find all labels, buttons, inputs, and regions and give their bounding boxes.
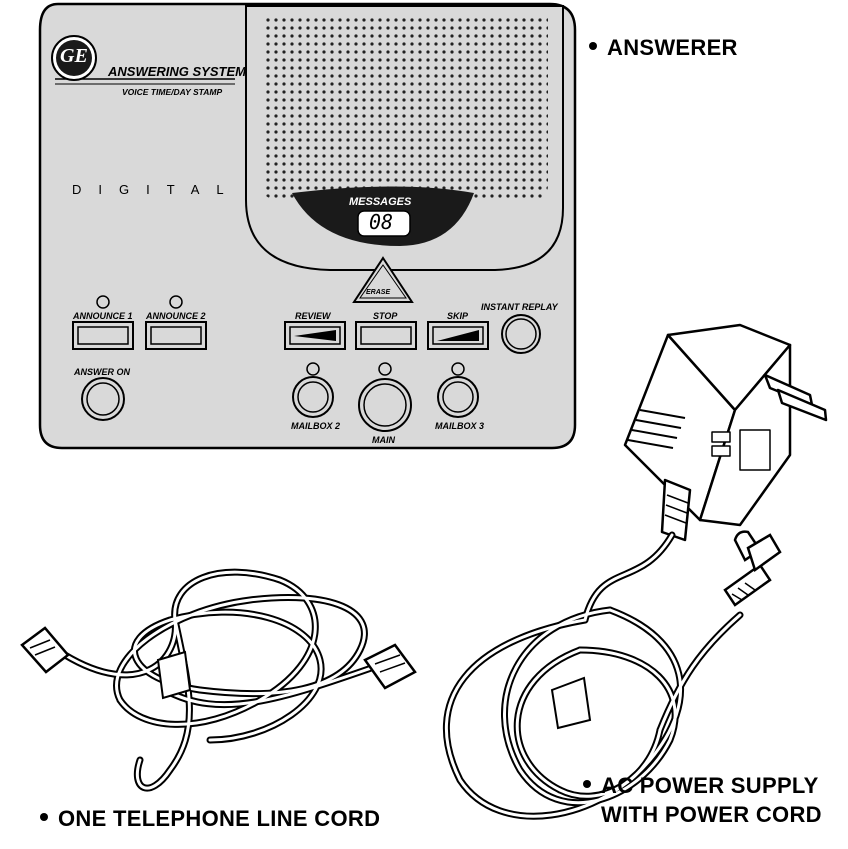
modular-plug-left	[20, 626, 70, 674]
main-led	[378, 362, 392, 376]
mailbox2-label: MAILBOX 2	[291, 421, 341, 431]
brand-title: ANSWERING SYSTEM	[108, 64, 246, 79]
power-supply-caption-text-1: AC POWER SUPPLY	[601, 773, 819, 798]
line-cord-caption-text: ONE TELEPHONE LINE CORD	[58, 806, 381, 831]
answerer-caption: ANSWERER	[589, 35, 738, 61]
message-count: 08	[369, 210, 394, 234]
erase-label[interactable]: ERASE	[366, 289, 391, 296]
stop-label: STOP	[373, 311, 398, 321]
mailbox2-led	[306, 362, 320, 376]
answer-on-button[interactable]	[81, 377, 125, 421]
announce2-label: ANNOUNCE 2	[146, 311, 206, 321]
power-supply-caption-2: WITH POWER CORD	[601, 802, 822, 827]
message-lcd	[357, 210, 411, 237]
announce1-led	[96, 295, 110, 309]
main-button[interactable]	[358, 378, 412, 432]
speaker-grille	[262, 14, 548, 200]
instant-replay-label: INSTANT REPLAY	[481, 302, 558, 312]
review-button[interactable]	[284, 321, 346, 350]
skip-label: SKIP	[447, 311, 469, 321]
digital-label: DIGITAL	[72, 182, 241, 197]
stop-button[interactable]	[355, 321, 417, 350]
mailbox3-button[interactable]	[437, 376, 479, 418]
skip-button[interactable]	[427, 321, 489, 350]
bullet-icon	[589, 42, 597, 51]
mailbox2-button[interactable]	[292, 376, 334, 418]
instant-replay-button[interactable]	[501, 314, 541, 354]
modular-plug-right	[363, 643, 417, 690]
power-supply-caption-1: AC POWER SUPPLY	[583, 773, 819, 799]
announce1-label: ANNOUNCE 1	[73, 311, 133, 321]
telephone-cord-inner	[63, 570, 382, 790]
bullet-icon	[40, 813, 48, 822]
answerer-caption-text: ANSWERER	[607, 35, 738, 60]
brand-subtitle: VOICE TIME/DAY STAMP	[122, 87, 223, 97]
announce2-button[interactable]	[145, 321, 207, 350]
ge-logo	[51, 35, 97, 81]
messages-label: MESSAGES	[349, 196, 412, 208]
telephone-cord-tie	[156, 650, 192, 700]
power-cord-inner	[444, 533, 742, 818]
review-label: REVIEW	[295, 311, 331, 321]
ge-logo-text: GE	[60, 45, 88, 67]
mailbox3-led	[451, 362, 465, 376]
main-label: MAIN	[372, 435, 395, 445]
mailbox3-label: MAILBOX 3	[435, 421, 485, 431]
bullet-icon	[583, 780, 591, 789]
announce1-button[interactable]	[72, 321, 134, 350]
dc-plug	[723, 530, 782, 607]
ac-adapter	[623, 323, 828, 542]
answer-on-label: ANSWER ON	[74, 367, 130, 377]
line-cord-caption: ONE TELEPHONE LINE CORD	[40, 806, 380, 832]
answerer-device	[38, 2, 577, 450]
power-cord-tie	[550, 676, 592, 730]
erase-button[interactable]	[352, 256, 414, 303]
announce2-led	[169, 295, 183, 309]
